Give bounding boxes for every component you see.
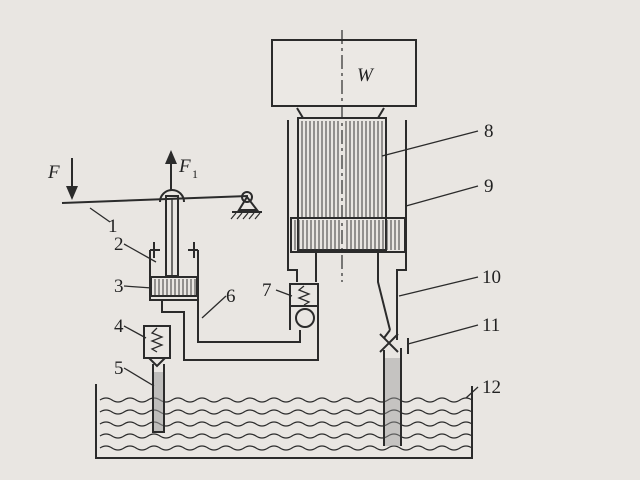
force-f1-label: F — [178, 156, 191, 177]
large-piston-neck — [296, 107, 385, 119]
label-8: 8 — [484, 121, 494, 142]
force-f1-arrowhead — [165, 150, 177, 164]
label-4: 4 — [114, 316, 124, 337]
small-piston-3 — [150, 276, 198, 297]
label-6: 6 — [226, 286, 236, 307]
check-valve-7-ball — [295, 308, 315, 328]
label-11: 11 — [482, 315, 500, 336]
check-valve-7-seat — [289, 306, 319, 330]
label-3: 3 — [114, 276, 124, 297]
large-cylinder-chamber — [315, 252, 391, 331]
label-12: 12 — [482, 377, 501, 398]
label-5: 5 — [114, 358, 124, 379]
force-f-label: F — [47, 162, 60, 183]
pivot-support — [237, 195, 260, 211]
large-cylinder — [287, 120, 407, 330]
force-f-arrowhead — [66, 186, 78, 200]
pipe-6 — [183, 300, 319, 361]
check-valve-7-spring — [297, 285, 311, 306]
oil-in-suction-pipe — [154, 372, 163, 431]
oil-in-return-pipe — [385, 358, 400, 446]
lever-1 — [61, 195, 249, 204]
force-f1-subscript: 1 — [192, 167, 198, 181]
pump-rod-top — [159, 189, 185, 203]
stop-valve-11 — [379, 333, 399, 353]
large-piston-seal-hatching — [294, 220, 400, 250]
lever-pivot — [241, 191, 253, 203]
check-valve-4-ball — [148, 357, 166, 368]
label-9: 9 — [484, 176, 494, 197]
return-line-10 — [383, 329, 398, 340]
small-piston-hatching — [154, 279, 196, 295]
check-valve-7-body — [289, 283, 319, 307]
return-pipe — [383, 348, 402, 446]
oil-tank-12 — [95, 384, 473, 459]
load-block — [271, 39, 417, 107]
label-10: 10 — [482, 267, 501, 288]
label-1: 1 — [108, 216, 118, 237]
check-valve-4-body — [143, 325, 171, 359]
check-valve-4-spring — [150, 327, 164, 353]
pump-passage — [161, 300, 185, 330]
label-7: 7 — [262, 280, 272, 301]
label-2: 2 — [114, 234, 124, 255]
load-label: W — [357, 65, 375, 86]
leader-lines — [89, 130, 479, 399]
pivot-ground-hatching — [230, 212, 261, 220]
large-piston-hatching — [301, 121, 383, 218]
small-cylinder-2 — [149, 242, 199, 301]
large-piston-seal — [290, 217, 406, 253]
oil-surface — [99, 397, 473, 451]
